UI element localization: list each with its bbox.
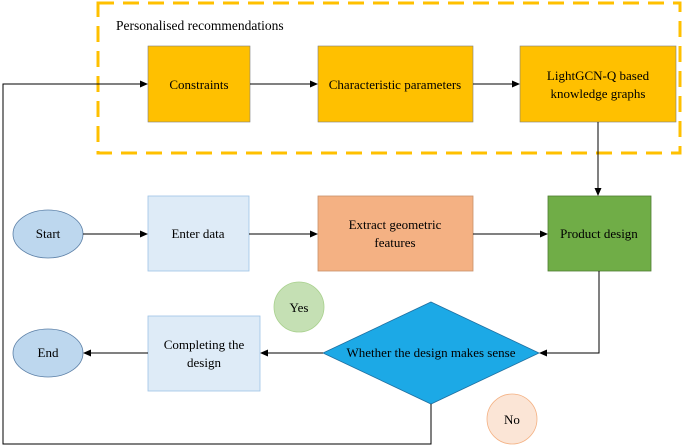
arrow-product-to-decision <box>539 271 600 357</box>
constraints-box: Constraints <box>147 45 251 123</box>
completing-label-line2: design <box>187 355 221 370</box>
start-label: Start <box>36 226 61 241</box>
end-oval: End <box>12 328 84 378</box>
constraints-label: Constraints <box>169 77 228 92</box>
completing-label-line1: Completing the <box>164 337 245 352</box>
extract-label-line1: Extract geometric <box>349 217 442 232</box>
lightgcn-label-line2: knowledge graphs <box>551 86 646 101</box>
yes-label: Yes <box>290 300 309 315</box>
start-oval: Start <box>12 209 84 259</box>
lightgcn-label-line1: LightGCN-Q based <box>547 68 650 83</box>
characteristic-parameters-label: Characteristic parameters <box>329 77 461 92</box>
no-label: No <box>504 412 520 427</box>
arrow-decision-no-loop-to-constraints <box>2 80 432 445</box>
enter-data-label: Enter data <box>171 226 224 241</box>
no-circle: No <box>486 393 538 445</box>
enter-data-box: Enter data <box>147 195 250 272</box>
connectors <box>2 80 602 445</box>
decision-label: Whether the design makes sense <box>347 345 516 360</box>
yes-circle: Yes <box>273 281 325 333</box>
decision-diamond: Whether the design makes sense <box>322 301 540 405</box>
product-design-label: Product design <box>560 226 638 241</box>
completing-design-box: Completing the design <box>147 315 261 392</box>
lightgcn-box: LightGCN-Q based knowledge graphs <box>519 45 677 123</box>
end-label: End <box>38 345 59 360</box>
product-design-box: Product design <box>547 195 652 272</box>
personalised-recommendations-group <box>96 1 682 155</box>
characteristic-parameters-box: Characteristic parameters <box>317 45 474 123</box>
extract-label-line2: features <box>374 235 415 250</box>
group-title: Personalised recommendations <box>116 18 284 33</box>
extract-features-box: Extract geometric features <box>317 195 474 272</box>
